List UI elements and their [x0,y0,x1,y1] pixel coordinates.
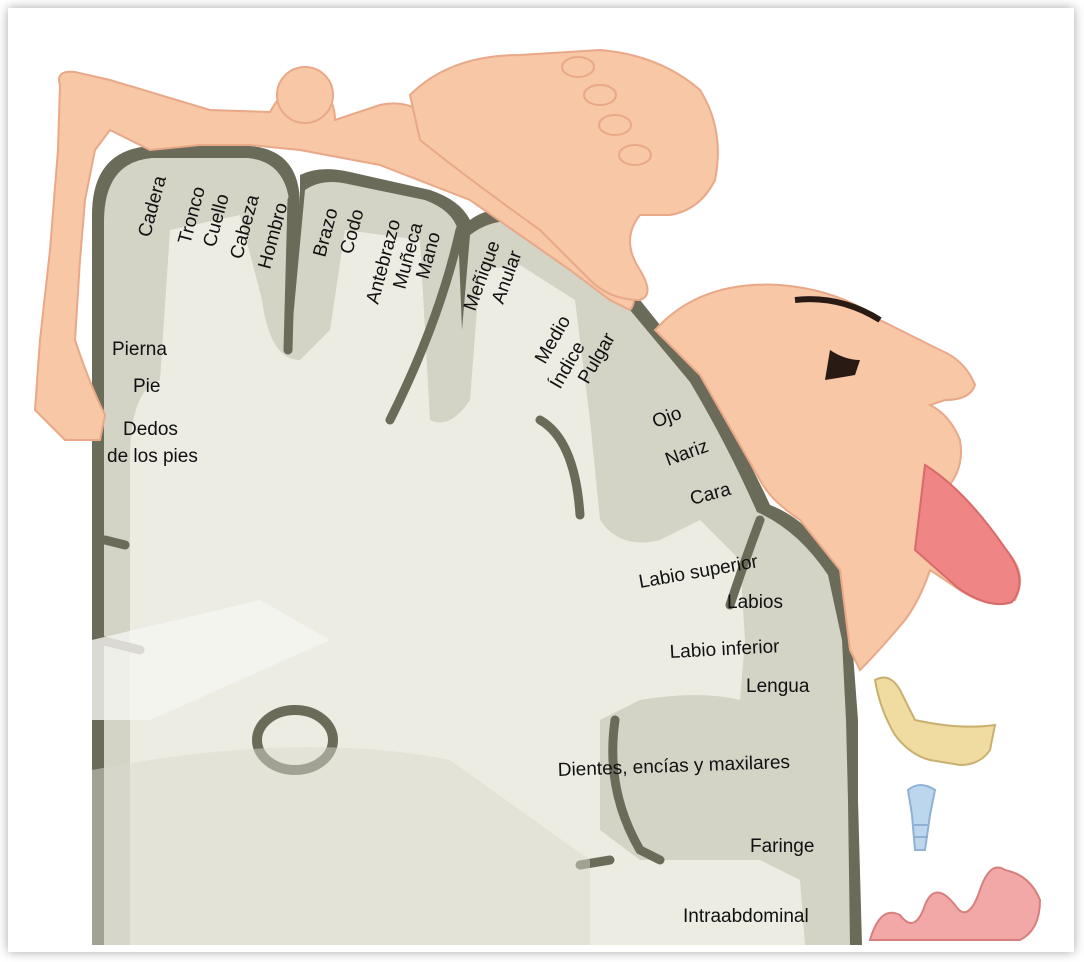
label-pie: Pie [133,376,160,397]
label-dedos-pies-1: Dedos [123,419,178,440]
jaw-icon [875,678,995,765]
label-intraabdominal: Intraabdominal [683,906,809,927]
label-pierna: Pierna [112,339,167,360]
cortex-diagram: Cadera Tronco Cuello Cabeza Hombro Brazo… [8,8,1074,952]
homunculus-figure: Cadera Tronco Cuello Cabeza Hombro Brazo… [8,8,1074,952]
label-faringe: Faringe [750,836,814,857]
larynx-icon [908,785,935,850]
intestine-icon [870,868,1040,941]
label-labios: Labios [727,592,783,613]
label-lengua: Lengua [746,676,810,697]
label-dedos-pies-2: de los pies [107,446,198,467]
tongue [915,465,1020,604]
